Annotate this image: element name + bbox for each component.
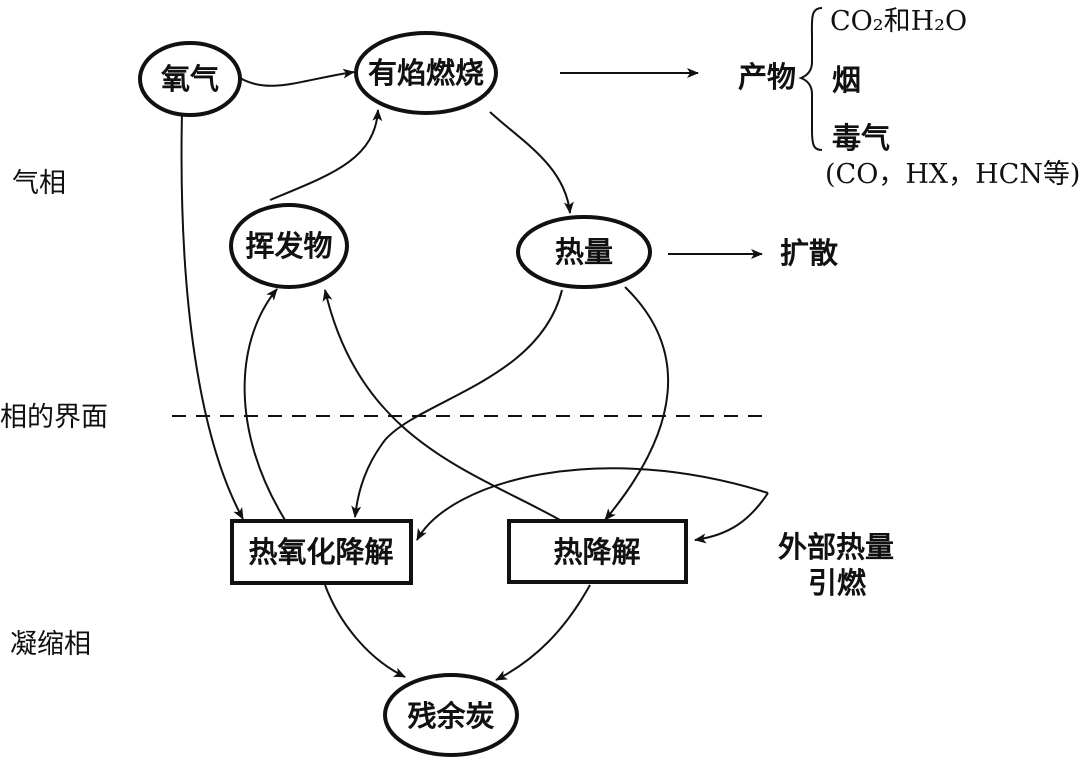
product-smoke: 烟: [832, 63, 861, 97]
arrow-external-heat-to-thermo-oxidative-degradation: [416, 467, 769, 541]
ignition-label: 引燃: [808, 566, 867, 600]
arrow-thermal-degradation-to-residual-char: [495, 584, 591, 681]
node-heat: 热量: [516, 215, 652, 289]
arrow-thermo-oxidative-degradation-to-residual-char: [324, 584, 406, 678]
zone-label-gas-phase: 气相: [12, 168, 66, 199]
node-flaming-combustion: 有焰燃烧: [354, 31, 498, 115]
node-oxygen-label: 氧气: [160, 62, 219, 96]
node-thermo-oxidative-degradation-label: 热氧化降解: [248, 535, 393, 569]
node-volatiles-label: 挥发物: [245, 229, 332, 263]
node-oxygen: 氧气: [138, 41, 242, 117]
diffusion-label: 扩散: [780, 236, 838, 270]
product-toxic-gas: 毒气: [832, 121, 890, 155]
product-co2-h2o: CO₂和H₂O: [830, 6, 967, 37]
product-toxic-gas-detail: (CO，HX，HCN等): [825, 159, 1080, 190]
node-residual-char-label: 残余炭: [407, 699, 494, 733]
arrow-oxygen-to-flaming-combustion: [239, 68, 355, 87]
arrow-flaming-combustion-to-heat: [489, 111, 574, 214]
node-thermal-degradation: 热降解: [507, 519, 688, 584]
zone-label-condensed-phase: 凝缩相: [10, 629, 91, 660]
arrow-external-heat-to-thermal-degradation: [694, 492, 769, 544]
external-heat-label: 外部热量: [778, 530, 894, 564]
arrow-oxygen-to-thermo-oxidative-degradation: [180, 111, 244, 520]
arrow-thermo-oxidative-degradation-to-volatiles: [243, 288, 286, 521]
arrow-thermal-degradation-to-volatiles: [322, 289, 561, 521]
node-thermo-oxidative-degradation: 热氧化降解: [230, 519, 413, 585]
products-label: 产物: [738, 60, 796, 94]
node-thermal-degradation-label: 热降解: [553, 535, 640, 569]
node-flaming-combustion-label: 有焰燃烧: [368, 56, 484, 90]
zone-label-interface: 相的界面: [0, 402, 108, 433]
node-volatiles: 挥发物: [229, 203, 349, 289]
products-brace: [798, 7, 823, 151]
arrow-heat-to-thermo-oxidative-degradation: [351, 289, 563, 518]
arrow-volatiles-to-flaming-combustion: [269, 109, 383, 201]
arrow-heat-to-thermal-degradation: [604, 286, 669, 521]
node-heat-label: 热量: [555, 235, 613, 269]
node-residual-char: 残余炭: [383, 673, 519, 757]
